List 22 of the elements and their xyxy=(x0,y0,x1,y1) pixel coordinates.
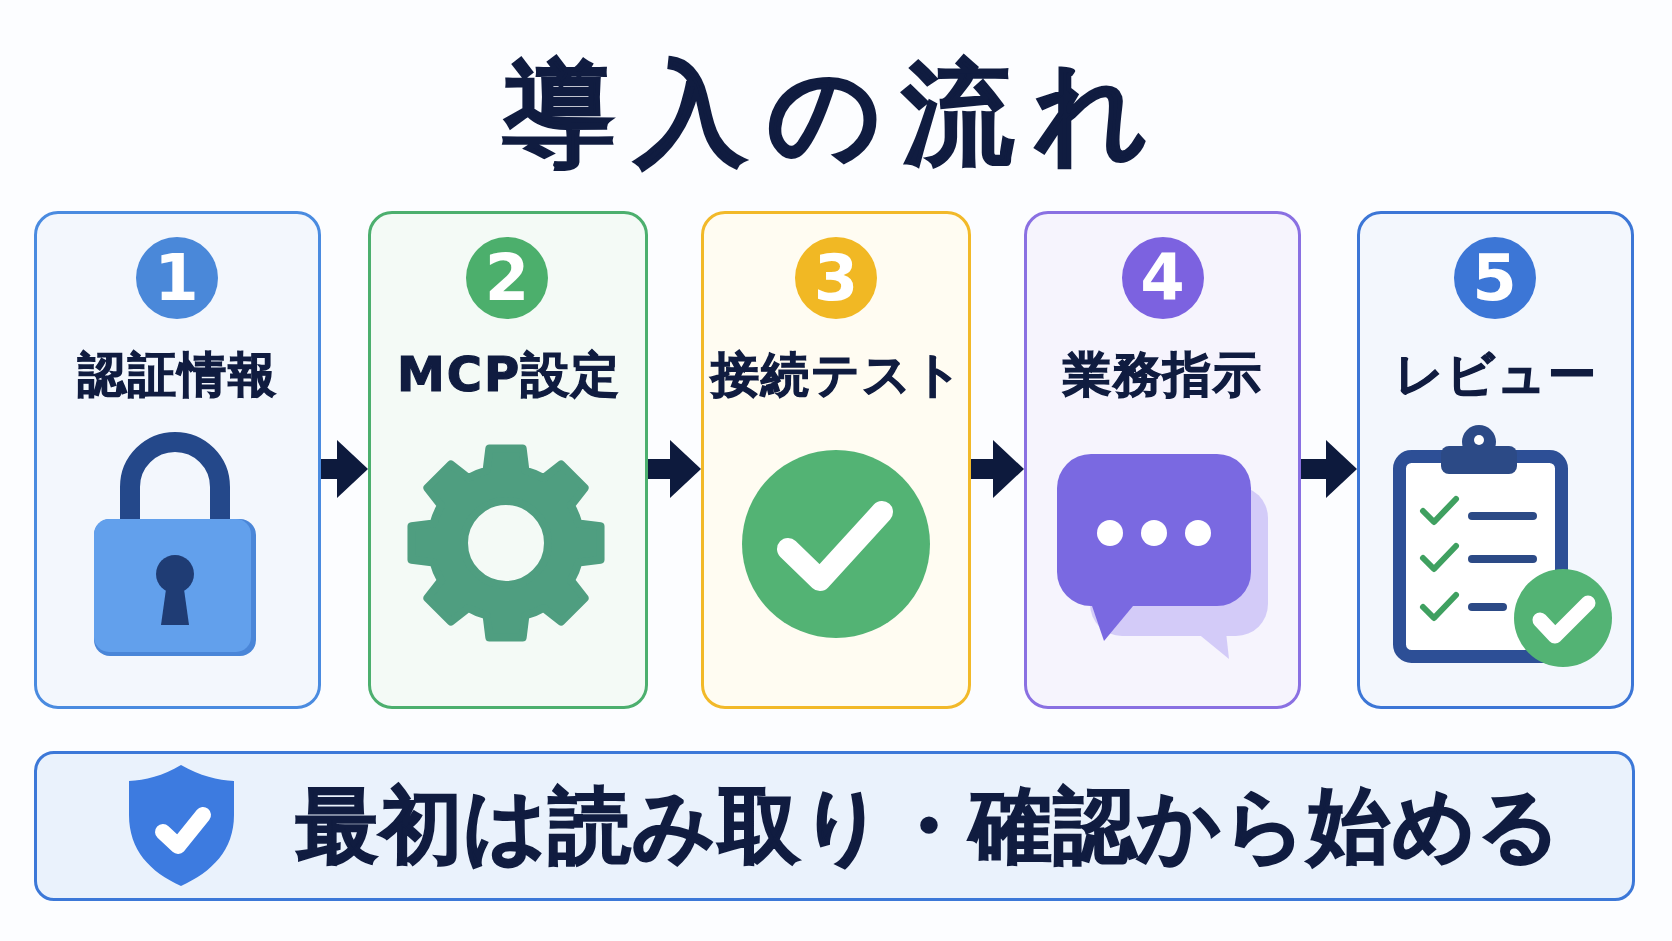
number-badge: 2 xyxy=(466,237,548,319)
step-title: レビュー xyxy=(1394,345,1598,403)
step-title: 認証情報 xyxy=(78,345,278,403)
step-title: 業務指示 xyxy=(1063,345,1263,403)
step-box xyxy=(1357,211,1634,709)
arrow xyxy=(971,440,1024,498)
step-box xyxy=(34,211,321,709)
arrow xyxy=(1301,440,1357,498)
number-badge: 3 xyxy=(795,237,877,319)
number-badge: 1 xyxy=(135,237,218,319)
note-text: 最初は読み取り・確認から始める xyxy=(296,778,1563,874)
number-badge: 4 xyxy=(1121,237,1204,319)
note-banner xyxy=(34,751,1635,901)
step-title: MCP設定 xyxy=(396,345,622,403)
number-badge: 5 xyxy=(1453,237,1536,319)
step-box xyxy=(368,211,648,709)
arrow xyxy=(321,440,368,498)
step-box xyxy=(701,211,971,709)
step-title: 接続テスト xyxy=(710,345,964,403)
step-box xyxy=(1024,211,1301,709)
arrow xyxy=(648,440,701,498)
title: 導入の流れ xyxy=(503,49,1169,177)
